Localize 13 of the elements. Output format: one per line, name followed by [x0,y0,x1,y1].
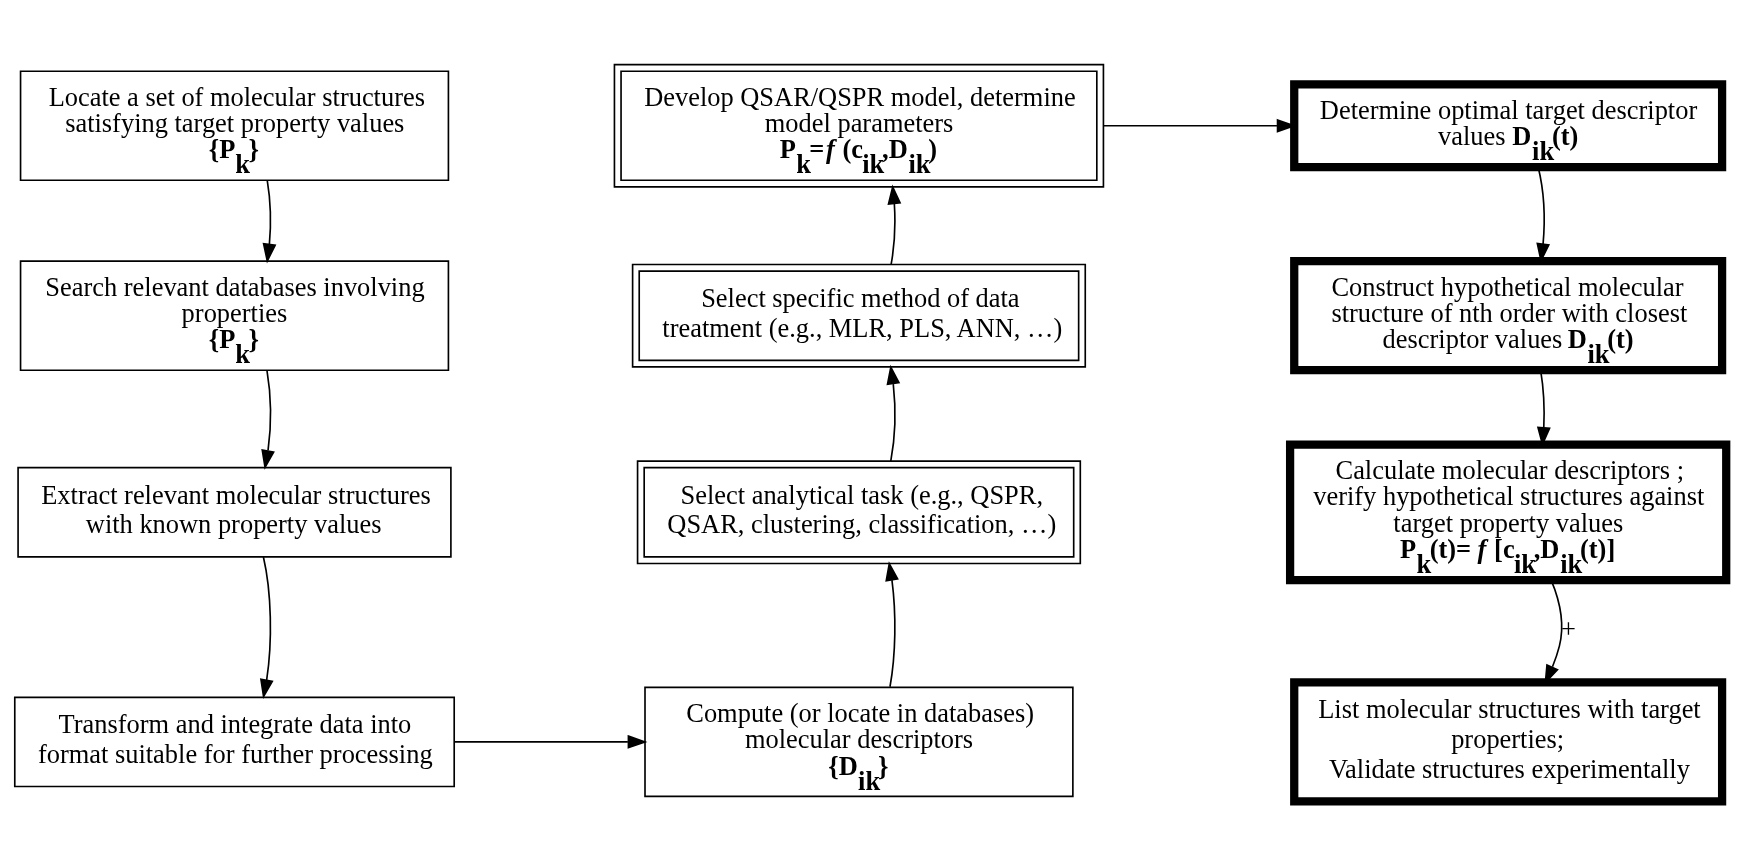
arrow [885,561,899,688]
node-box: Select specific method of data treatment (e.g., MLR, PLS, ANN, …) [631,263,1087,368]
node-box: Select analytical task (e.g., QSPR, QSAR, clustering, classification, …) [636,460,1082,565]
arrow [259,556,274,699]
arrow [262,179,277,264]
arrow [886,364,901,462]
node-box: List molecular structures with target properties; Validate structures experimentally [1290,678,1727,806]
edge-label: + [1561,613,1576,644]
arrow [887,184,902,266]
arrow [261,369,275,470]
node-box: Transform and integrate data into format suitable for further processing [13,696,456,788]
node-box: Extract relevant molecular structures with known property values [17,466,452,558]
arrow [453,734,648,749]
